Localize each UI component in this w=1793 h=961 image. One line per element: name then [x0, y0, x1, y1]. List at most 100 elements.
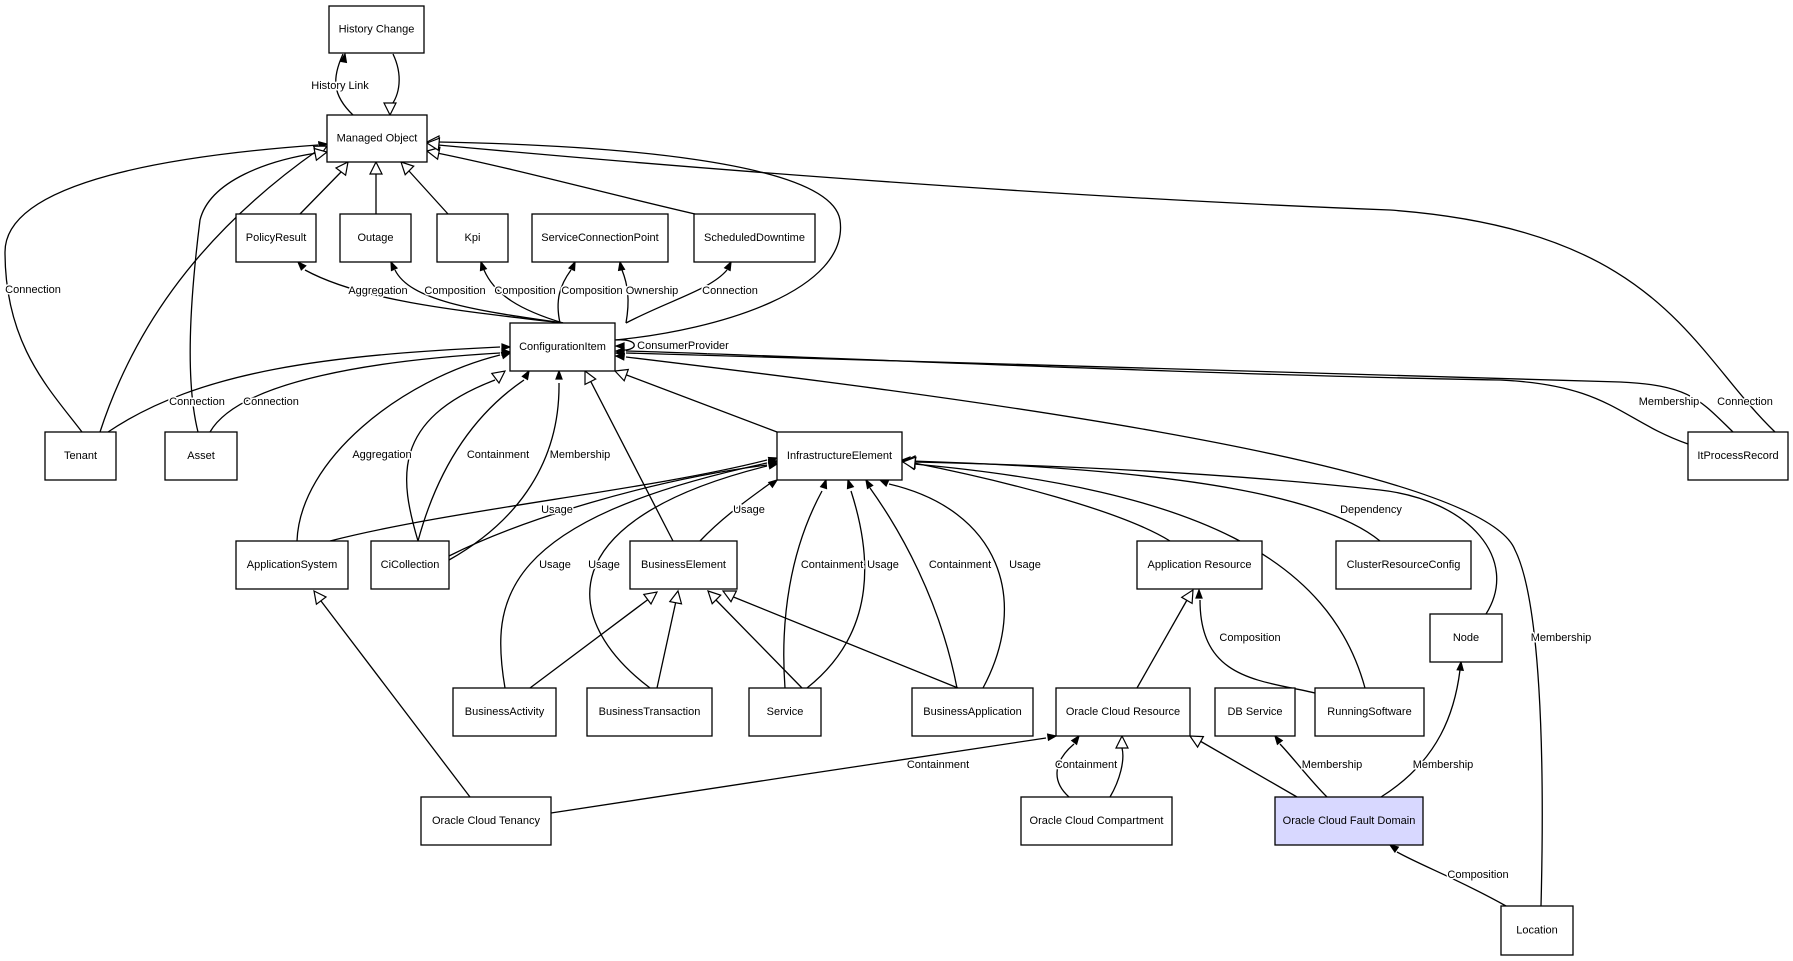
edge-running-software-to-application-resource-line — [1199, 599, 1316, 694]
edge-configuration-item-to-policy-result-line — [304, 269, 564, 324]
edge-scheduled-downtime-to-managed-object-line — [436, 152, 696, 215]
class-node-oracle-cloud-compartment[interactable]: Oracle Cloud Compartment — [1020, 796, 1173, 846]
association-arrowhead — [1273, 734, 1284, 746]
edge-service-to-infrastructure-element-line — [783, 490, 823, 689]
class-node-label: Tenant — [64, 450, 97, 462]
edge-ci-collection-to-configuration-item-line — [406, 379, 496, 542]
edge-business-transaction-to-infrastructure-element-line — [589, 465, 768, 689]
edge-asset-to-configuration-item — [209, 348, 512, 433]
class-node-label: ScheduledDowntime — [704, 232, 805, 244]
class-node-oracle-cloud-resource[interactable]: Oracle Cloud Resource — [1055, 687, 1191, 737]
class-node-managed-object[interactable]: Managed Object — [326, 114, 428, 163]
association-arrowhead — [865, 478, 874, 490]
edge-ci-collection-to-infrastructure-element-line — [448, 464, 768, 557]
class-node-label: Location — [1516, 924, 1558, 936]
edge-label: Composition — [1219, 632, 1280, 644]
edge-oracle-cloud-compartment-to-oracle-cloud-resource-line — [1056, 743, 1075, 798]
association-arrowhead — [339, 52, 348, 64]
class-node-application-resource[interactable]: Application Resource — [1136, 540, 1263, 590]
class-node-oracle-cloud-fault-domain[interactable]: Oracle Cloud Fault Domain — [1274, 796, 1424, 846]
edge-business-transaction-to-business-element — [656, 589, 683, 689]
edge-configuration-item-to-scheduled-downtime — [625, 260, 732, 324]
edge-label: Composition — [424, 285, 485, 297]
class-node-policy-result[interactable]: PolicyResult — [235, 213, 317, 263]
edge-label: Containment — [801, 559, 863, 571]
edge-oracle-cloud-tenancy-to-oracle-cloud-resource — [550, 733, 1058, 814]
edge-application-system-to-configuration-item-line — [296, 354, 501, 542]
class-node-ci-collection[interactable]: CiCollection — [370, 540, 450, 590]
edge-tenant-to-managed-object — [99, 145, 329, 433]
edge-label: Dependency — [1340, 504, 1402, 516]
inheritance-arrowhead — [668, 589, 683, 605]
edge-label: Usage — [541, 504, 573, 516]
edge-label: Composition — [1447, 869, 1508, 881]
inheritance-arrowhead — [613, 368, 630, 382]
edge-configuration-item-to-configuration-item — [614, 339, 635, 351]
class-node-service-connection-point[interactable]: ServiceConnectionPoint — [531, 213, 669, 263]
class-node-box — [1214, 687, 1296, 737]
class-node-configuration-item[interactable]: ConfigurationItem — [509, 322, 616, 372]
class-node-box — [748, 687, 822, 737]
edge-ci-collection-to-configuration-item — [406, 370, 507, 542]
edge-business-element-to-infrastructure-element — [699, 478, 779, 542]
edge-business-application-to-infrastructure-element-line — [888, 483, 1005, 689]
inheritance-arrowhead — [400, 161, 415, 176]
association-arrowhead — [479, 260, 488, 272]
class-node-business-element[interactable]: BusinessElement — [629, 540, 738, 590]
association-arrowhead — [614, 352, 625, 361]
class-node-it-process-record[interactable]: ItProcessRecord — [1687, 431, 1789, 481]
class-node-box — [1500, 905, 1574, 956]
inheritance-arrowhead — [721, 590, 738, 603]
class-node-asset[interactable]: Asset — [164, 431, 238, 481]
class-node-kpi[interactable]: Kpi — [436, 213, 509, 263]
class-node-label: CiCollection — [381, 559, 440, 571]
association-arrowhead — [1195, 588, 1203, 599]
association-arrowhead — [1388, 844, 1400, 854]
class-node-outage[interactable]: Outage — [339, 213, 412, 263]
class-node-box — [235, 540, 349, 590]
class-node-application-system[interactable]: ApplicationSystem — [235, 540, 349, 590]
edge-it-process-record-to-configuration-item-line — [625, 352, 1734, 433]
class-node-scheduled-downtime[interactable]: ScheduledDowntime — [693, 213, 816, 263]
edge-business-application-to-infrastructure-element — [878, 479, 1005, 689]
edge-label: Containment — [467, 449, 529, 461]
edge-service-to-business-element-line — [714, 598, 803, 689]
class-node-box — [1274, 796, 1424, 846]
class-node-history-change[interactable]: History Change — [328, 5, 425, 54]
association-arrowhead — [723, 260, 732, 272]
class-node-box — [586, 687, 713, 737]
edge-location-to-oracle-cloud-fault-domain-line — [1396, 851, 1507, 907]
inheritance-arrowhead — [425, 146, 441, 161]
class-node-location[interactable]: Location — [1500, 905, 1574, 956]
edge-configuration-item-to-service-connection-point-line — [621, 269, 629, 324]
class-node-label: Managed Object — [337, 132, 418, 144]
class-node-business-application[interactable]: BusinessApplication — [911, 687, 1034, 737]
class-node-box — [326, 114, 428, 163]
class-node-box — [911, 687, 1034, 737]
class-node-label: ApplicationSystem — [247, 559, 338, 571]
edge-label: Connection — [169, 396, 225, 408]
edge-it-process-record-to-configuration-item — [614, 347, 1689, 445]
class-node-tenant[interactable]: Tenant — [44, 431, 117, 481]
class-node-label: BusinessActivity — [465, 706, 545, 718]
class-node-box — [44, 431, 117, 481]
class-node-cluster-resource-config[interactable]: ClusterResourceConfig — [1335, 540, 1472, 590]
inheritance-arrowhead — [313, 589, 328, 606]
edge-label: Usage — [588, 559, 620, 571]
class-node-label: RunningSoftware — [1327, 706, 1411, 718]
class-node-business-activity[interactable]: BusinessActivity — [452, 687, 557, 737]
class-node-oracle-cloud-tenancy[interactable]: Oracle Cloud Tenancy — [420, 796, 552, 846]
class-node-service[interactable]: Service — [748, 687, 822, 737]
edge-business-element-to-configuration-item-line — [589, 379, 674, 542]
edge-label: Ownership — [626, 285, 679, 297]
class-node-box — [1055, 687, 1191, 737]
edge-business-transaction-to-infrastructure-element — [589, 461, 779, 689]
class-node-running-software[interactable]: RunningSoftware — [1314, 687, 1425, 737]
class-node-db-service[interactable]: DB Service — [1214, 687, 1296, 737]
association-arrowhead — [296, 260, 307, 271]
inheritance-arrowhead — [425, 137, 441, 152]
class-node-business-transaction[interactable]: BusinessTransaction — [586, 687, 713, 737]
class-node-node[interactable]: Node — [1429, 613, 1503, 663]
class-node-infrastructure-element[interactable]: InfrastructureElement — [776, 431, 903, 481]
